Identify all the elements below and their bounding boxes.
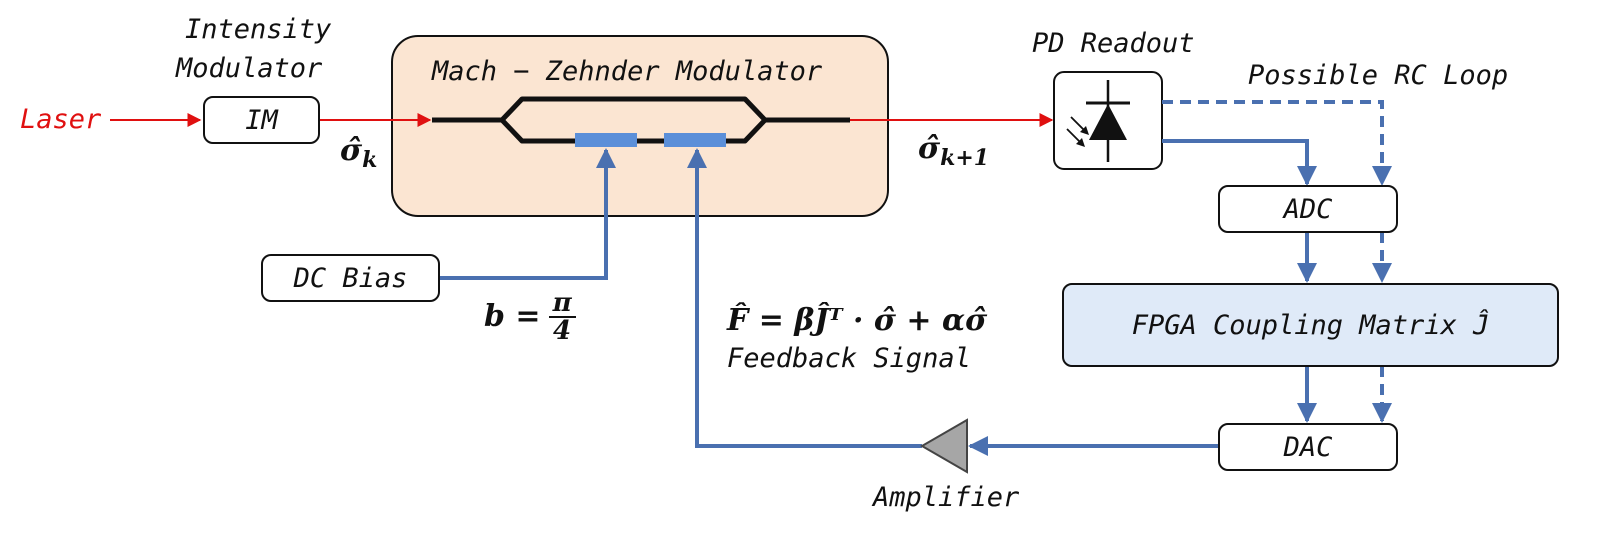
mzm-block xyxy=(391,35,889,217)
pd-readout-label: PD Readout xyxy=(1032,28,1195,59)
amplifier-triangle-icon xyxy=(920,418,968,474)
amplifier-to-mzm-line xyxy=(687,148,922,448)
feedback-signal-label: Feedback Signal xyxy=(727,343,971,374)
dac-box: DAC xyxy=(1218,423,1398,471)
sigma-k-sub: k xyxy=(362,147,378,173)
sigma-k-label: σ̂k xyxy=(340,133,378,173)
rc-loop-dashed-line xyxy=(1162,100,1392,186)
bias-fraction: π 4 xyxy=(548,290,576,346)
electrode-bias xyxy=(575,133,637,147)
sigma-k-base: σ̂ xyxy=(340,133,363,168)
pd-to-adc-line xyxy=(1162,139,1317,186)
sigma-k1-label: σ̂k+1 xyxy=(918,131,990,171)
dc-bias-to-mzm-line xyxy=(440,148,616,280)
feedback-formula: F̂ = βĴᵀ · σ̂ + ασ̂ xyxy=(727,303,988,338)
intensity-modulator-label-line2: Modulator xyxy=(176,53,323,84)
im-box: IM xyxy=(203,96,320,144)
fpga-box: FPGA Coupling Matrix Ĵ xyxy=(1062,283,1559,367)
adc-box: ADC xyxy=(1218,185,1398,233)
electrode-feedback xyxy=(664,133,726,147)
sigma-k1-sub: k+1 xyxy=(940,145,990,171)
bias-equation: b = π 4 xyxy=(484,290,576,344)
laser-label: Laser xyxy=(20,104,102,135)
bias-numerator: π xyxy=(548,290,576,318)
rc-loop-label: Possible RC Loop xyxy=(1248,60,1509,91)
mzm-title: Mach − Zehnder Modulator xyxy=(432,56,823,87)
bias-denominator: 4 xyxy=(553,316,572,346)
sigma-k1-base: σ̂ xyxy=(918,131,941,166)
amplifier-label: Amplifier xyxy=(873,482,1020,513)
bias-lhs: b = xyxy=(484,299,541,334)
intensity-modulator-label-line1: Intensity xyxy=(185,14,332,45)
dc-bias-box: DC Bias xyxy=(261,254,440,302)
